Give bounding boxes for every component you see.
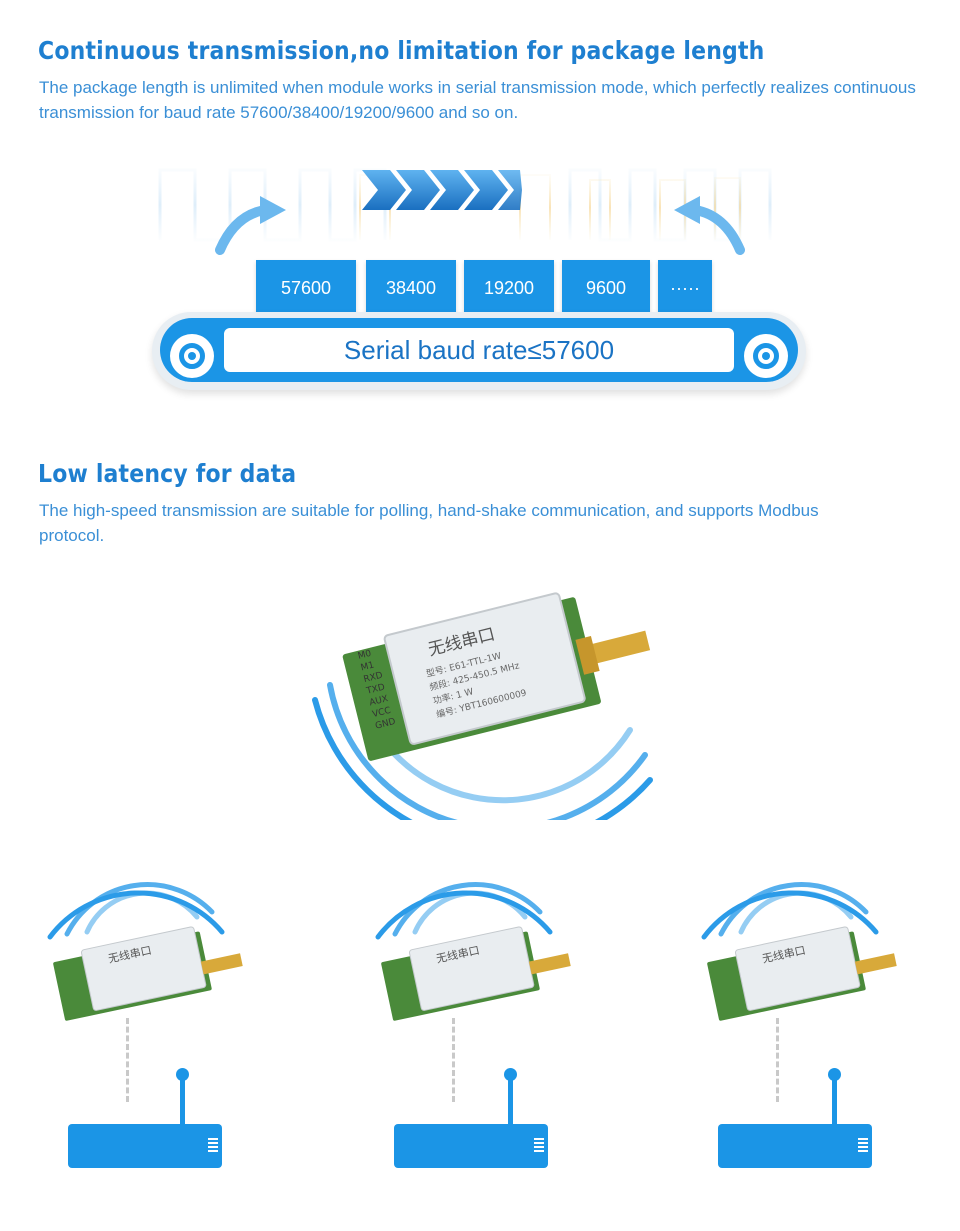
link-line-3 [776, 1018, 779, 1102]
pin-label-aux: AUX [368, 694, 389, 708]
pin-label-rxd: RXD [363, 671, 384, 685]
section-heading-continuous: Continuous transmission,no limitation fo… [38, 36, 765, 65]
radio-module-small-2: 无线串口 [375, 882, 571, 1021]
conveyor-belt: Serial baud rate≤57600 [152, 312, 806, 390]
rate-box-more: ····· [658, 260, 712, 316]
conveyor-label-panel: Serial baud rate≤57600 [224, 328, 734, 372]
pin-label-m0: M0 [357, 649, 373, 662]
sma-connector [528, 953, 571, 975]
curved-arrow-icon [215, 205, 745, 255]
radio-module-small-3: 无线串口 [701, 882, 897, 1021]
sma-connector [854, 953, 897, 975]
conveyor-label: Serial baud rate≤57600 [343, 334, 615, 365]
section-description-latency: The high-speed transmission are suitable… [39, 501, 819, 545]
radio-module-large: 无线串口 型号: E61-TTL-1W 频段: 425-450.5 MHz 功率… [312, 592, 653, 820]
section-description-continuous: The package length is unlimited when mod… [39, 78, 916, 122]
radio-module-small-1: 无线串口 [47, 882, 243, 1021]
module-shield [408, 926, 535, 1011]
sma-connector [200, 953, 243, 975]
router-device-2 [394, 1124, 548, 1168]
curved-arrow-head-right [674, 196, 700, 224]
section-heading-latency: Low latency for data [38, 459, 297, 488]
arrow-right-icon [362, 170, 522, 210]
gear-icon [170, 334, 214, 378]
pin-label-txd: TXD [365, 682, 386, 696]
module-shield [80, 926, 207, 1011]
link-line-1 [126, 1018, 129, 1102]
rate-box-57600: 57600 [256, 260, 356, 316]
link-line-2 [452, 1018, 455, 1102]
radio-wave-icon [701, 882, 879, 940]
module-pin-labels: M0 M1 RXD TXD AUX VCC GND [357, 649, 397, 732]
antenna-icon [504, 1068, 517, 1124]
sma-connector [587, 630, 651, 665]
gear-icon [744, 334, 788, 378]
antenna-icon [176, 1068, 189, 1124]
conveyor-illustration [158, 168, 772, 255]
pin-label-m1: M1 [360, 660, 376, 673]
rate-box-19200: 19200 [464, 260, 554, 316]
conveyor-belt-inner: Serial baud rate≤57600 [160, 318, 798, 382]
radio-wave-icon [47, 882, 225, 940]
pin-label-vcc: VCC [371, 706, 392, 720]
rate-box-9600: 9600 [562, 260, 650, 316]
radio-wave-icon [375, 882, 553, 940]
module-shield [734, 926, 861, 1011]
sma-connector-base [575, 635, 600, 675]
pin-label-gnd: GND [374, 717, 397, 732]
router-device-1 [68, 1124, 222, 1168]
module-shield [383, 592, 586, 745]
rate-box-38400: 38400 [366, 260, 456, 316]
curved-arrow-head-left [260, 196, 286, 224]
antenna-icon [828, 1068, 841, 1124]
router-device-3 [718, 1124, 872, 1168]
